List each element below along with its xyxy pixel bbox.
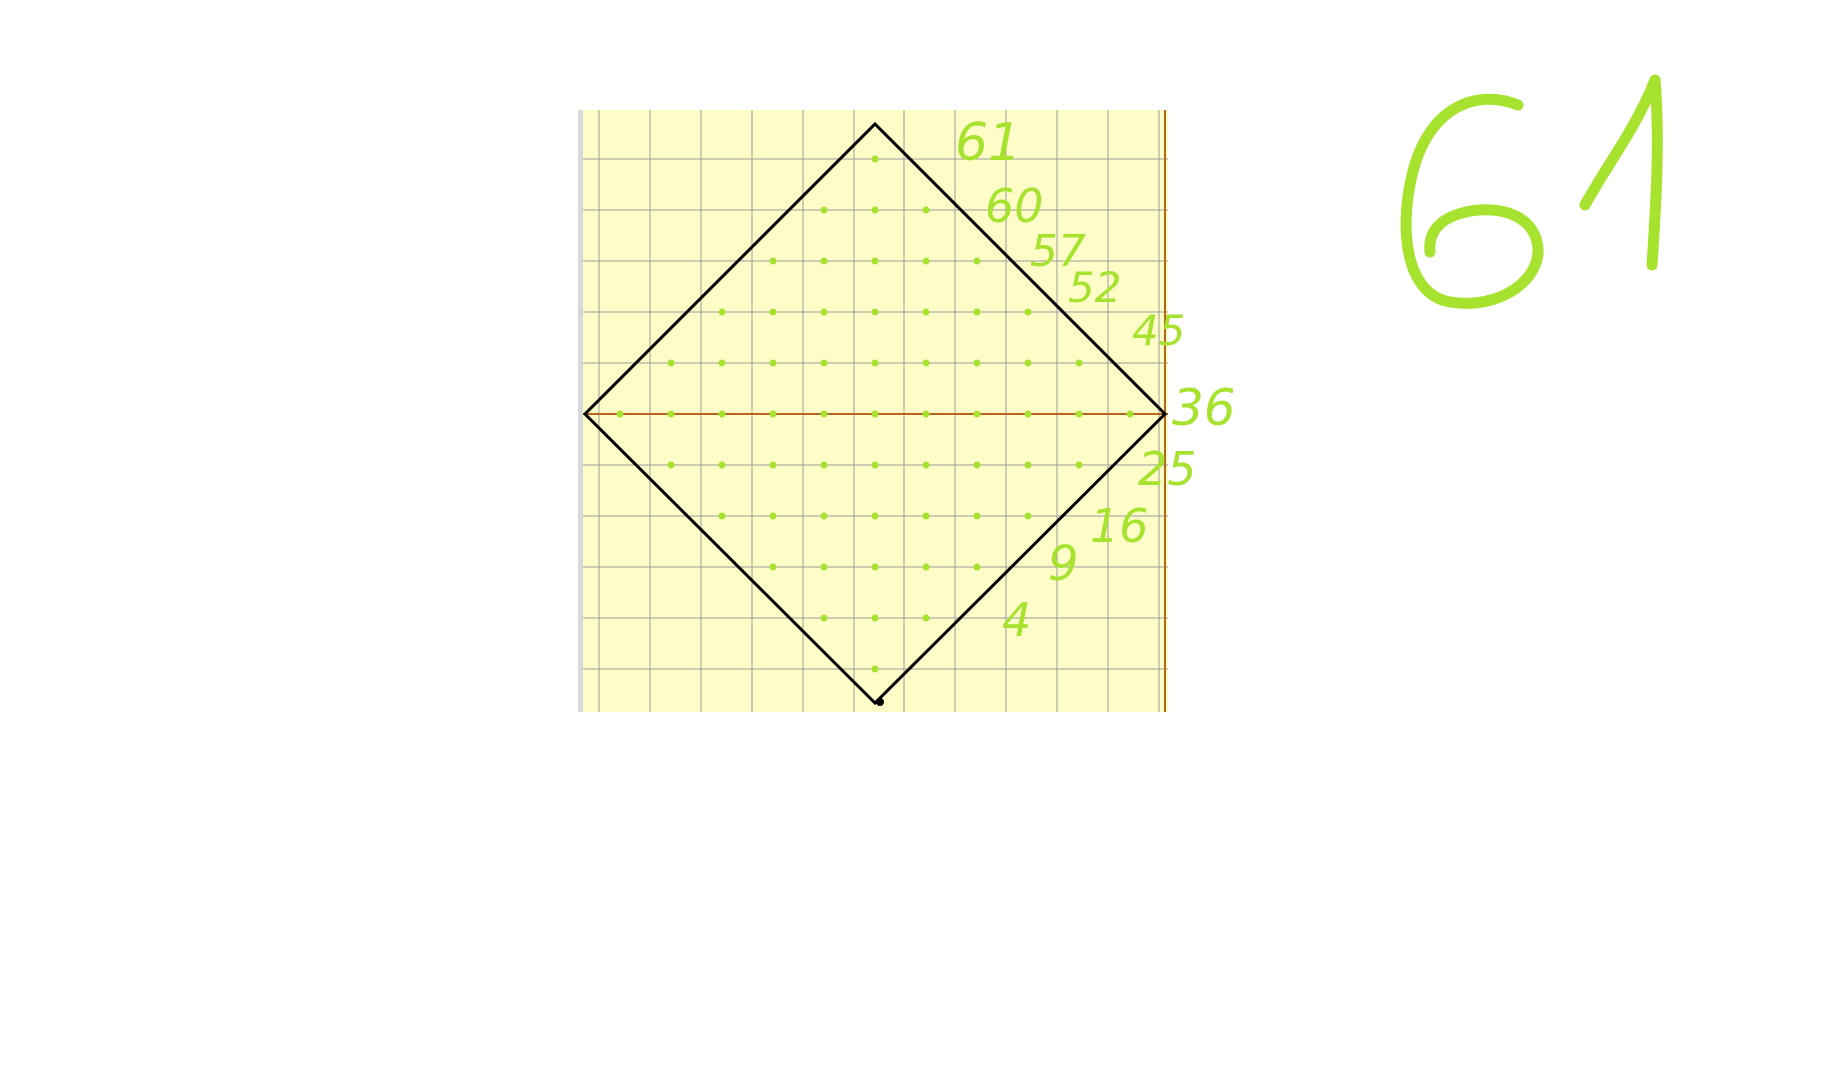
lattice-dot xyxy=(922,563,930,571)
annotation-52: 52 xyxy=(1068,263,1121,312)
lattice-dot xyxy=(973,410,981,418)
lattice-dot xyxy=(667,410,675,418)
annotation-61: 61 xyxy=(955,113,1021,173)
lattice-dot xyxy=(871,665,879,673)
row-count-annotations: 61 60 57 52 45 36 25 16 9 4 xyxy=(955,113,1236,647)
annotation-16: 16 xyxy=(1090,499,1149,553)
lattice-dot xyxy=(871,206,879,214)
lattice-dot xyxy=(973,257,981,265)
lattice-dot xyxy=(820,308,828,316)
lattice-dot xyxy=(769,308,777,316)
lattice-dot xyxy=(769,257,777,265)
lattice-dot xyxy=(1075,461,1083,469)
lattice-dot xyxy=(769,359,777,367)
lattice-dot xyxy=(871,359,879,367)
lattice-dot xyxy=(922,461,930,469)
lattice-dot xyxy=(922,308,930,316)
lattice-dot xyxy=(871,614,879,622)
lattice-dot xyxy=(667,359,675,367)
annotation-9: 9 xyxy=(1048,536,1079,592)
lattice-dot xyxy=(718,410,726,418)
lattice-dot xyxy=(820,614,828,622)
lattice-dot xyxy=(718,512,726,520)
lattice-dot xyxy=(616,410,624,418)
lattice-dot xyxy=(1024,359,1032,367)
lattice-dot xyxy=(871,155,879,163)
lattice-dot xyxy=(871,257,879,265)
bottom-vertex-dot xyxy=(876,698,884,706)
lattice-dot xyxy=(1075,359,1083,367)
lattice-dot xyxy=(820,410,828,418)
total-label: 61 xyxy=(1400,74,1663,309)
lattice-dot xyxy=(1024,410,1032,418)
lattice-dot xyxy=(922,614,930,622)
lattice-dot xyxy=(769,410,777,418)
annotation-57: 57 xyxy=(1030,226,1086,277)
lattice-dot xyxy=(1126,410,1134,418)
lattice-dot xyxy=(973,359,981,367)
lattice-dot xyxy=(820,461,828,469)
lattice-dot xyxy=(1024,512,1032,520)
lattice-dot xyxy=(973,563,981,571)
lattice-dot xyxy=(922,206,930,214)
annotation-60: 60 xyxy=(985,179,1044,233)
annotation-25: 25 xyxy=(1138,442,1197,496)
lattice-dot xyxy=(1075,410,1083,418)
lattice-dot xyxy=(820,512,828,520)
total-digit-1-stroke xyxy=(1579,74,1663,271)
lattice-dot xyxy=(820,563,828,571)
annotation-4: 4 xyxy=(1002,593,1031,647)
annotation-36: 36 xyxy=(1172,379,1236,437)
lattice-dot xyxy=(973,512,981,520)
lattice-dot xyxy=(973,461,981,469)
lattice-dot xyxy=(820,359,828,367)
lattice-dot xyxy=(1024,461,1032,469)
lattice-dot xyxy=(820,206,828,214)
lattice-dot xyxy=(871,563,879,571)
lattice-dot xyxy=(769,461,777,469)
lattice-dot xyxy=(871,461,879,469)
annotation-45: 45 xyxy=(1132,306,1185,355)
lattice-dot xyxy=(871,512,879,520)
lattice-dot xyxy=(820,257,828,265)
lattice-dot xyxy=(718,308,726,316)
rotated-square-outline xyxy=(582,121,1168,706)
lattice-dot xyxy=(871,308,879,316)
lattice-dot xyxy=(922,359,930,367)
lattice-dots xyxy=(616,155,1134,673)
lattice-dot xyxy=(973,308,981,316)
lattice-dot xyxy=(667,461,675,469)
lattice-dot xyxy=(1024,308,1032,316)
lattice-dot xyxy=(769,563,777,571)
lattice-dot xyxy=(769,512,777,520)
grid-left-edge xyxy=(578,110,583,712)
lattice-dot xyxy=(922,512,930,520)
total-digit-6-stroke xyxy=(1400,93,1544,309)
lattice-dot xyxy=(922,410,930,418)
lattice-dot xyxy=(871,410,879,418)
lattice-dot xyxy=(718,359,726,367)
lattice-dot xyxy=(718,461,726,469)
lattice-dot xyxy=(922,257,930,265)
